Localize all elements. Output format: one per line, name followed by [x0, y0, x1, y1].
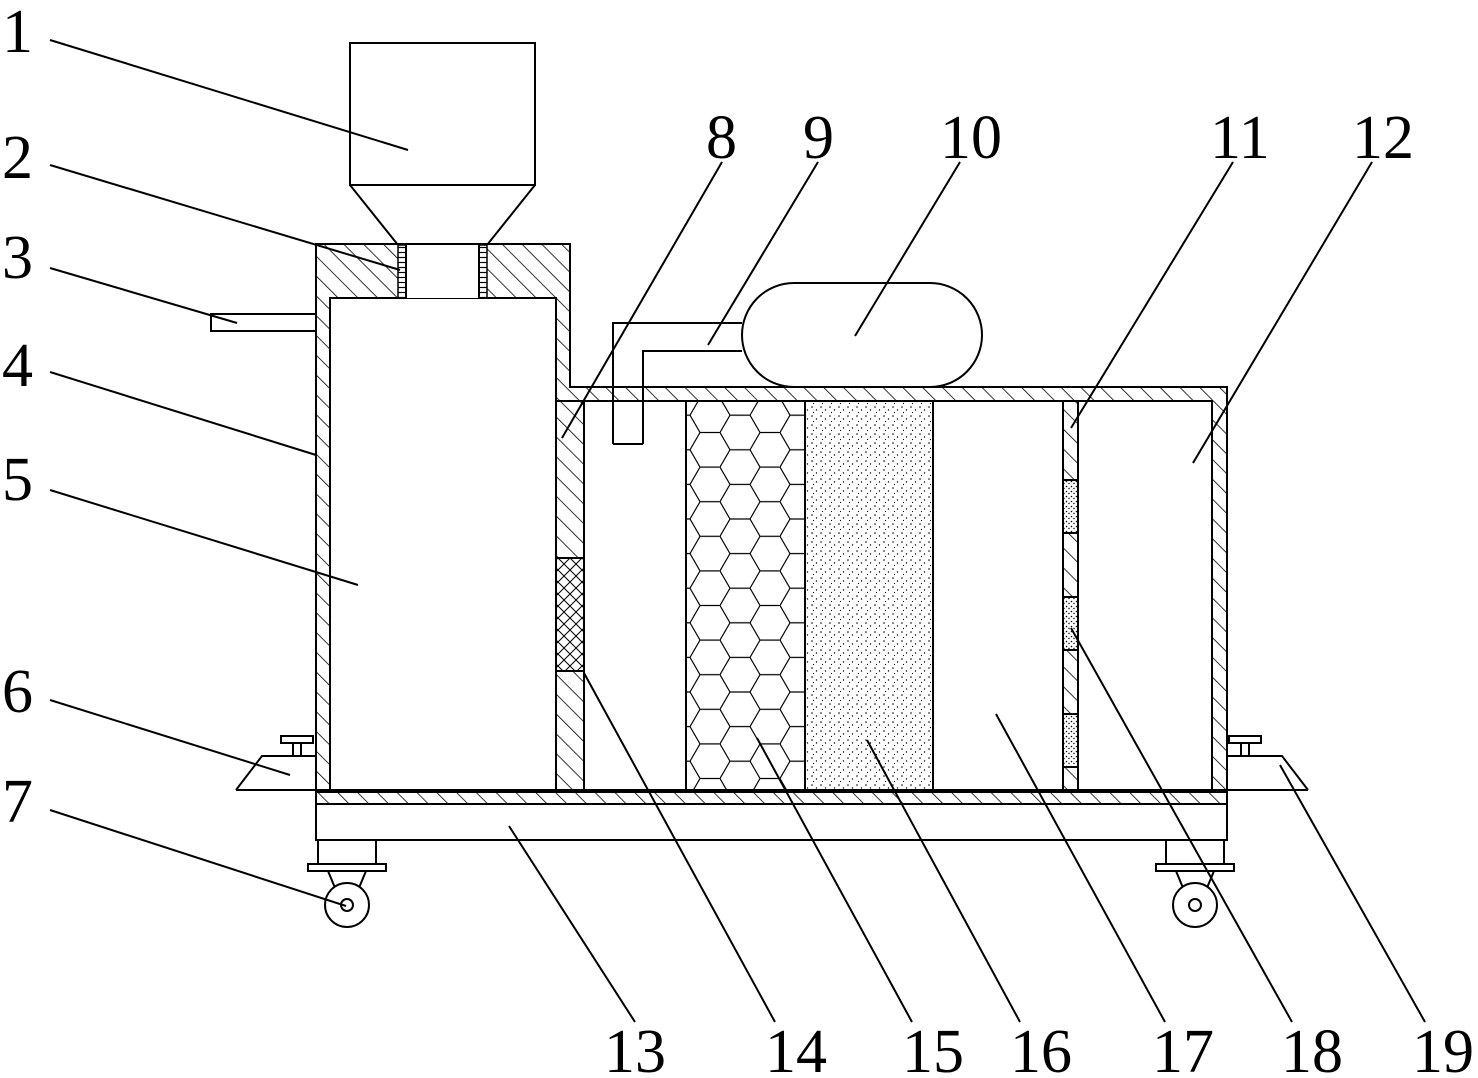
support-plates — [235, 735, 1309, 791]
partition-wall — [555, 400, 585, 793]
label-10: 10 — [940, 104, 1002, 172]
filter-block — [1062, 596, 1079, 651]
pump-assembly — [612, 282, 983, 445]
feed-hopper — [349, 42, 536, 246]
leader-lines — [49, 39, 1426, 1023]
label-15: 15 — [902, 1018, 964, 1078]
right-partition — [1062, 400, 1079, 793]
label-18: 18 — [1281, 1018, 1343, 1078]
label-12: 12 — [1352, 104, 1414, 172]
label-1: 1 — [2, 0, 33, 66]
inlet-pipe — [210, 313, 317, 332]
label-17: 17 — [1152, 1018, 1214, 1078]
label-19: 19 — [1412, 1018, 1474, 1078]
label-8: 8 — [706, 104, 737, 172]
filter-block — [1062, 479, 1079, 534]
label-7: 7 — [2, 768, 33, 836]
label-14: 14 — [765, 1018, 827, 1078]
label-2: 2 — [2, 124, 33, 192]
threaded-feed-pipe — [397, 244, 488, 299]
label-4: 4 — [2, 332, 33, 400]
filter-screen — [555, 557, 585, 672]
mixing-tank — [315, 243, 1228, 793]
honeycomb-filter — [685, 400, 806, 793]
label-13: 13 — [604, 1018, 666, 1078]
label-5: 5 — [2, 446, 33, 514]
label-6: 6 — [2, 658, 33, 726]
label-9: 9 — [803, 104, 834, 172]
label-11: 11 — [1210, 104, 1270, 172]
sand-filter — [804, 400, 934, 793]
caster-wheel-right — [1155, 839, 1235, 928]
label-16: 16 — [1010, 1018, 1072, 1078]
base-frame — [315, 791, 1228, 841]
caster-wheel-left — [307, 839, 387, 928]
label-3: 3 — [2, 224, 33, 292]
filter-block — [1062, 713, 1079, 768]
